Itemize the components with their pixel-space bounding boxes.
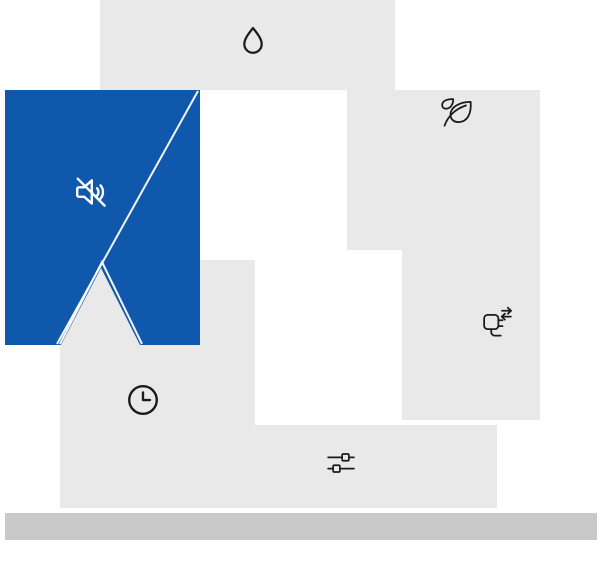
speaker-mute-icon[interactable] bbox=[72, 173, 110, 211]
settings-sliders-icon[interactable] bbox=[323, 445, 359, 481]
power-swap-icon[interactable] bbox=[477, 303, 515, 341]
clock-icon[interactable] bbox=[124, 381, 162, 419]
tile-right-lower[interactable] bbox=[402, 250, 540, 420]
bottom-bar bbox=[5, 513, 597, 540]
tile-top[interactable] bbox=[100, 0, 395, 90]
highlight-ribbon[interactable] bbox=[5, 90, 200, 345]
ribbon-shape bbox=[5, 90, 200, 345]
eco-leaves-icon[interactable] bbox=[438, 93, 476, 131]
water-drop-icon[interactable] bbox=[235, 24, 271, 60]
tile-bottom[interactable] bbox=[200, 425, 497, 508]
tile-right-upper[interactable] bbox=[347, 90, 540, 250]
ribbon-notch-line bbox=[59, 259, 143, 345]
